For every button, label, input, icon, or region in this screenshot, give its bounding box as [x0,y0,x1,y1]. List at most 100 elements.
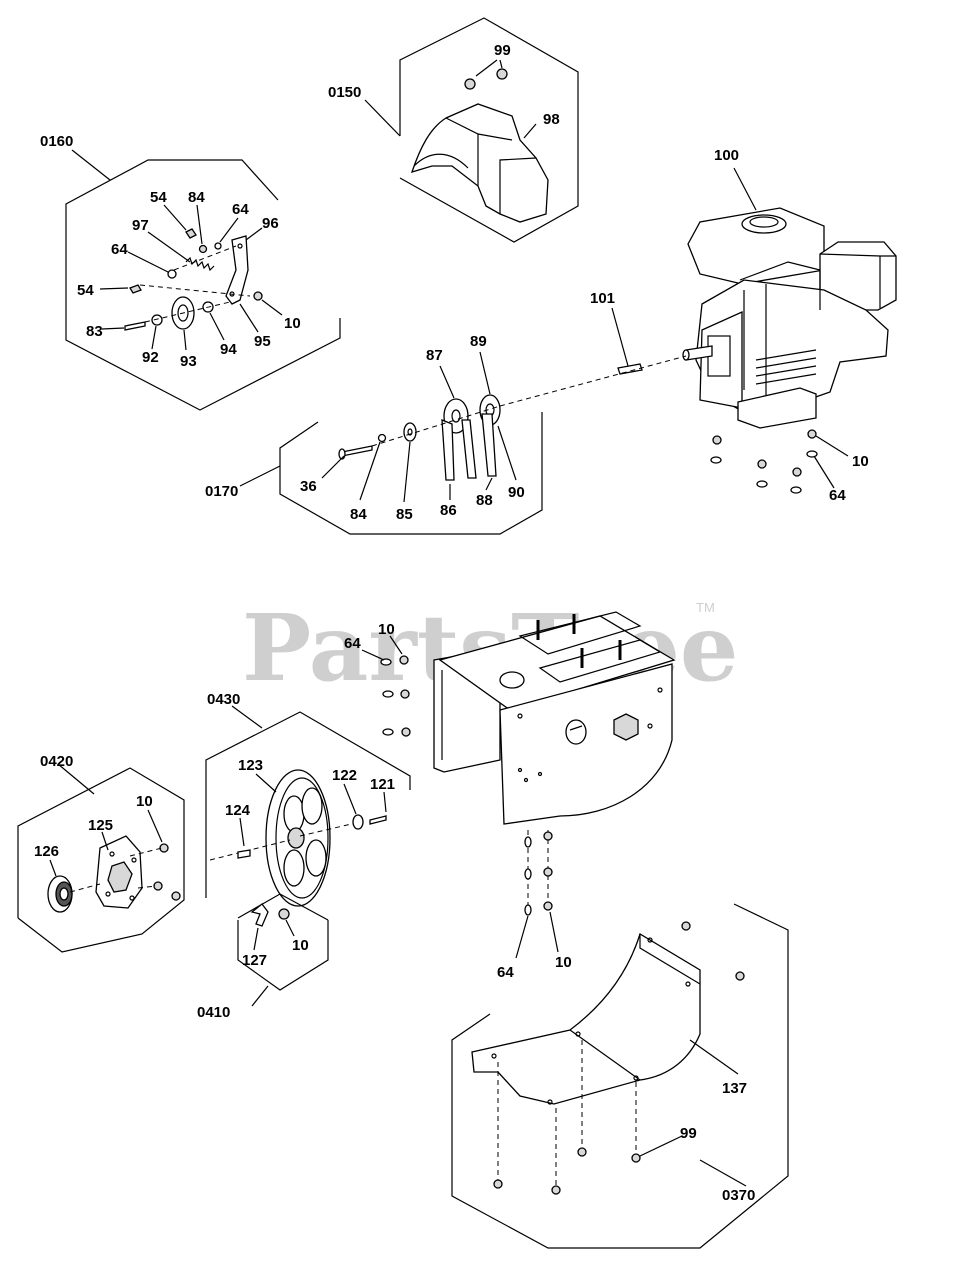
washer-84[interactable] [377,433,387,443]
callout-64: 64 [829,487,846,504]
callout-96: 96 [262,215,279,232]
washer-64[interactable] [756,480,768,488]
washer-64[interactable] [710,456,722,464]
nut-10[interactable] [153,881,163,891]
callout-93: 93 [180,353,197,370]
nut-10[interactable] [401,727,411,737]
callout-101: 101 [590,290,615,307]
callout-85: 85 [396,506,413,523]
nut-84[interactable] [198,244,208,254]
callout-123: 123 [238,757,263,774]
nut-99[interactable] [464,78,476,90]
key-124[interactable] [237,849,251,859]
washer-122[interactable] [352,814,364,830]
callout-92: 92 [142,349,159,366]
nut-10[interactable] [159,843,169,853]
group-label-0150: 0150 [328,84,361,101]
washer-92[interactable] [151,314,163,326]
nut-10[interactable] [171,891,181,901]
nut-10[interactable] [792,467,802,477]
washer-64[interactable] [382,728,394,736]
nut-10[interactable] [757,459,767,469]
washer-64[interactable] [524,868,532,880]
washer-85[interactable] [403,422,417,442]
screw-99[interactable] [577,1147,587,1157]
belt-86[interactable] [441,419,455,481]
callout-127: 127 [242,952,267,969]
callout-10: 10 [136,793,153,810]
frame-housing[interactable] [433,611,676,825]
callout-99: 99 [680,1125,697,1142]
callout-10: 10 [852,453,869,470]
nut-10[interactable] [543,831,553,841]
screw-99[interactable] [551,1185,561,1195]
bolt-121[interactable] [369,815,387,825]
washer-64[interactable] [524,836,532,848]
callout-98: 98 [543,111,560,128]
nut-10[interactable] [807,429,817,439]
screw-99[interactable] [681,921,691,931]
group-0160: 0160 54 84 64 96 97 64 54 10 95 83 92 93… [40,133,341,411]
callout-90: 90 [508,484,525,501]
callout-64: 64 [232,201,249,218]
spring-97[interactable] [185,256,215,272]
bolt-36[interactable] [341,445,373,457]
callout-124: 124 [225,802,251,819]
callout-95: 95 [254,333,271,350]
callout-100: 100 [714,147,739,164]
washer-64[interactable] [167,269,177,279]
callout-121: 121 [370,776,395,793]
nut-99[interactable] [496,68,508,80]
washer-64[interactable] [524,904,532,916]
washer-64[interactable] [380,658,392,666]
nut-10[interactable] [543,867,553,877]
callout-88: 88 [476,492,493,509]
group-0420: 0420 10 125 126 [17,753,185,953]
nut-10[interactable] [712,435,722,445]
callout-10: 10 [284,315,301,332]
idler-bracket-95[interactable] [225,235,249,305]
callout-10: 10 [378,621,395,638]
callout-137: 137 [722,1080,747,1097]
bolt-54[interactable] [129,284,142,294]
shroud-part-98[interactable] [410,103,549,223]
nut-10[interactable] [400,689,410,699]
key-101[interactable] [617,363,643,375]
bolt-83[interactable] [124,321,146,331]
group-label-0160: 0160 [40,133,73,150]
screw-99[interactable] [735,971,745,981]
washer-64[interactable] [806,450,818,458]
belt-cover-137[interactable] [471,933,701,1105]
screw-99[interactable] [631,1153,641,1163]
group-0370: 0370 137 99 [451,903,789,1249]
callout-54: 54 [150,189,167,206]
group-0410: 0410 127 10 [197,893,329,1021]
callout-125: 125 [88,817,113,834]
callout-64: 64 [111,241,128,258]
group-label-0370: 0370 [722,1187,755,1204]
washer-64[interactable] [214,242,222,250]
group-0430: 0430 123 122 121 124 [205,691,411,991]
callout-64: 64 [497,964,514,981]
callout-87: 87 [426,347,443,364]
nut-10[interactable] [399,655,409,665]
group-0150: 0150 99 98 [328,17,579,243]
washer-64[interactable] [382,690,394,698]
frame-hardware-lower [515,830,559,959]
frame-hardware-upper [361,635,411,737]
watermark-trademark: TM [696,600,715,615]
nut-10[interactable] [543,901,553,911]
callout-97: 97 [132,217,149,234]
callout-99: 99 [494,42,511,59]
engine-100[interactable] [682,207,897,429]
callout-122: 122 [332,767,357,784]
bolt-54[interactable] [185,228,197,239]
nut-10[interactable] [253,291,263,301]
group-label-0420: 0420 [40,753,73,770]
screw-99[interactable] [493,1179,503,1189]
nut-10[interactable] [278,908,290,920]
washer-64[interactable] [790,486,802,494]
group-0170: 0170 87 89 36 84 85 86 88 90 [205,333,543,535]
belt-88[interactable] [481,413,497,477]
bracket-127[interactable] [250,903,269,927]
